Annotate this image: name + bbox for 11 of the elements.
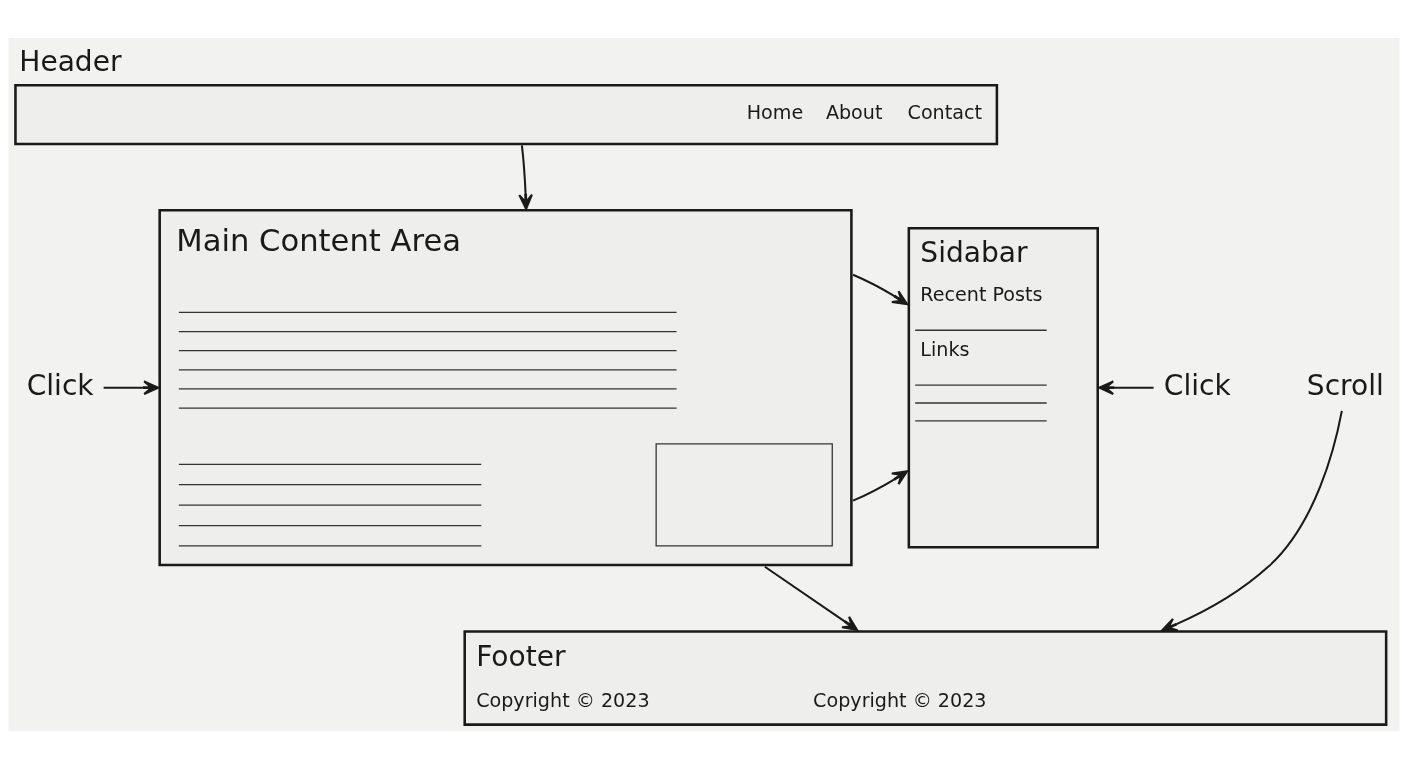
arrow <box>852 469 909 502</box>
arrow <box>1098 379 1154 395</box>
arrow <box>764 565 859 631</box>
node-text: Scroll <box>1306 368 1384 402</box>
arrow <box>518 144 533 210</box>
arrow <box>1161 410 1343 632</box>
arrow <box>852 273 909 305</box>
node-text: Click <box>1163 368 1231 402</box>
arrow <box>103 379 160 395</box>
node-text: Click <box>26 368 94 402</box>
node-label: Header <box>19 44 122 78</box>
